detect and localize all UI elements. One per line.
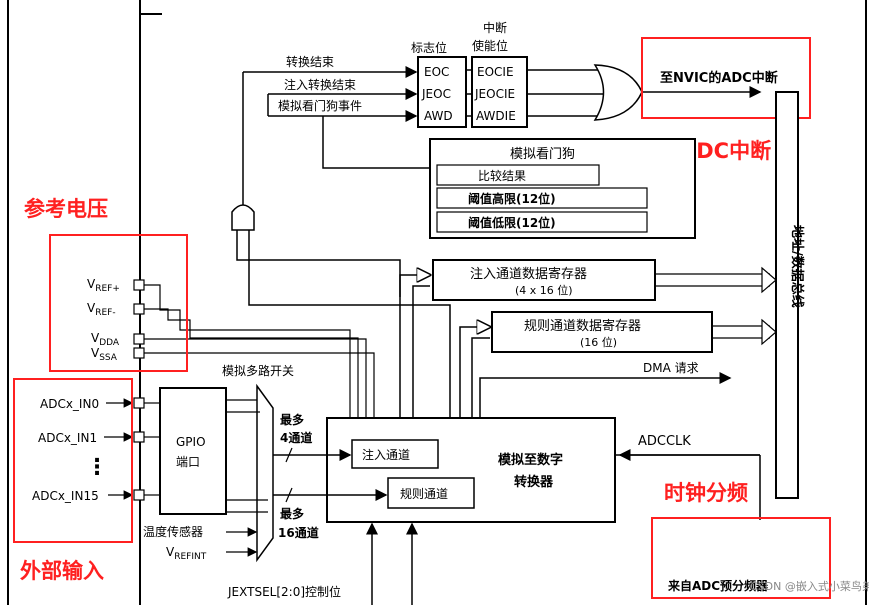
injected-reg-size: (4 x 16 位) [515, 283, 573, 297]
high-threshold: 阈值高限(12位) [468, 191, 556, 206]
watchdog-title: 模拟看门狗 [510, 146, 575, 162]
flag-eoc: EOC [424, 65, 449, 79]
dma-request: DMA 请求 [643, 361, 699, 375]
input-ellipsis: ⋮ [86, 455, 108, 480]
compare-result: 比较结果 [478, 168, 526, 183]
reference-voltage-annotation: 参考电压 [24, 197, 108, 221]
interrupt-enable-title-2: 使能位 [472, 38, 508, 53]
max16-label: 最多 [280, 506, 304, 521]
converter-label-1: 模拟至数字 [498, 452, 563, 468]
external-input-highlight [13, 378, 133, 543]
clock-divider-annotation: 时钟分频 [664, 481, 748, 505]
regular-channel-box [387, 477, 475, 509]
analog-mux [256, 383, 274, 563]
regular-data-register [491, 311, 713, 353]
event-eoc: 转换结束 [286, 54, 334, 69]
injected-data-register [432, 259, 656, 301]
enable-jeocie: JEOCIE [474, 87, 515, 101]
converter-label-2: 转换器 [514, 474, 554, 490]
flag-awd: AWD [424, 109, 453, 123]
flag-register [417, 56, 467, 128]
address-data-bus [775, 91, 799, 499]
max4-label: 最多 [280, 412, 304, 427]
prescaler-label: 来自ADC预分频器 [667, 578, 769, 593]
mux-label: 模拟多路开关 [222, 363, 294, 378]
vrefint-label: VREFINT [166, 545, 207, 562]
nvic-label: 至NVIC的ADC中断 [660, 70, 778, 86]
input-in15: ADCx_IN15 [32, 489, 99, 503]
vdda-label: VDDA [91, 331, 120, 348]
adcclk-label: ADCCLK [638, 434, 691, 449]
gpio-port [159, 387, 227, 515]
adc-input-pins [104, 397, 160, 501]
vref-minus-label: VREF- [87, 301, 116, 318]
enable-eocie: EOCIE [477, 65, 514, 79]
adc-interrupt-highlight [641, 37, 811, 119]
vssa-label: VSSA [91, 346, 118, 363]
flags-title: 标志位 [411, 40, 447, 55]
reference-voltage-highlight [49, 234, 188, 372]
jextsel-label: JEXTSEL[2:0]控制位 [227, 584, 341, 599]
event-awd: 模拟看门狗事件 [278, 98, 362, 113]
input-in1: ADCx_IN1 [38, 431, 97, 445]
enable-awdie: AWDIE [476, 109, 516, 123]
injected-channel-box [351, 439, 439, 469]
interrupt-enable-register [471, 56, 528, 128]
injected-reg-label: 注入通道数据寄存器 [470, 266, 587, 282]
and-gate [231, 204, 255, 231]
interrupt-enable-title-1: 中断 [483, 20, 507, 35]
gpio-label: GPIO [176, 435, 206, 449]
external-input-annotation: 外部输入 [20, 559, 104, 583]
watermark: CSDN @嵌入式小菜鸟弟弟 [750, 579, 869, 593]
ch4-label: 4通道 [280, 430, 312, 445]
reference-pins [133, 279, 375, 418]
regular-reg-size: (16 位) [580, 335, 617, 349]
gpio-port-label: 端口 [176, 455, 200, 469]
regular-channel: 规则通道 [400, 486, 448, 501]
or-gate [593, 64, 643, 121]
bus-label: 地址/数据总线 [789, 225, 805, 308]
flag-jeoc: JEOC [421, 87, 451, 101]
event-jeoc: 注入转换结束 [284, 77, 356, 92]
vref-plus-label: VREF+ [87, 277, 120, 294]
ch16-label: 16通道 [278, 525, 319, 540]
regular-reg-label: 规则通道数据寄存器 [524, 318, 641, 334]
input-in0: ADCx_IN0 [40, 397, 99, 411]
low-threshold: 阈值低限(12位) [468, 215, 556, 230]
clock-divider-highlight [651, 517, 831, 599]
temp-sensor-label: 温度传感器 [143, 524, 203, 539]
injected-channel: 注入通道 [362, 447, 410, 462]
